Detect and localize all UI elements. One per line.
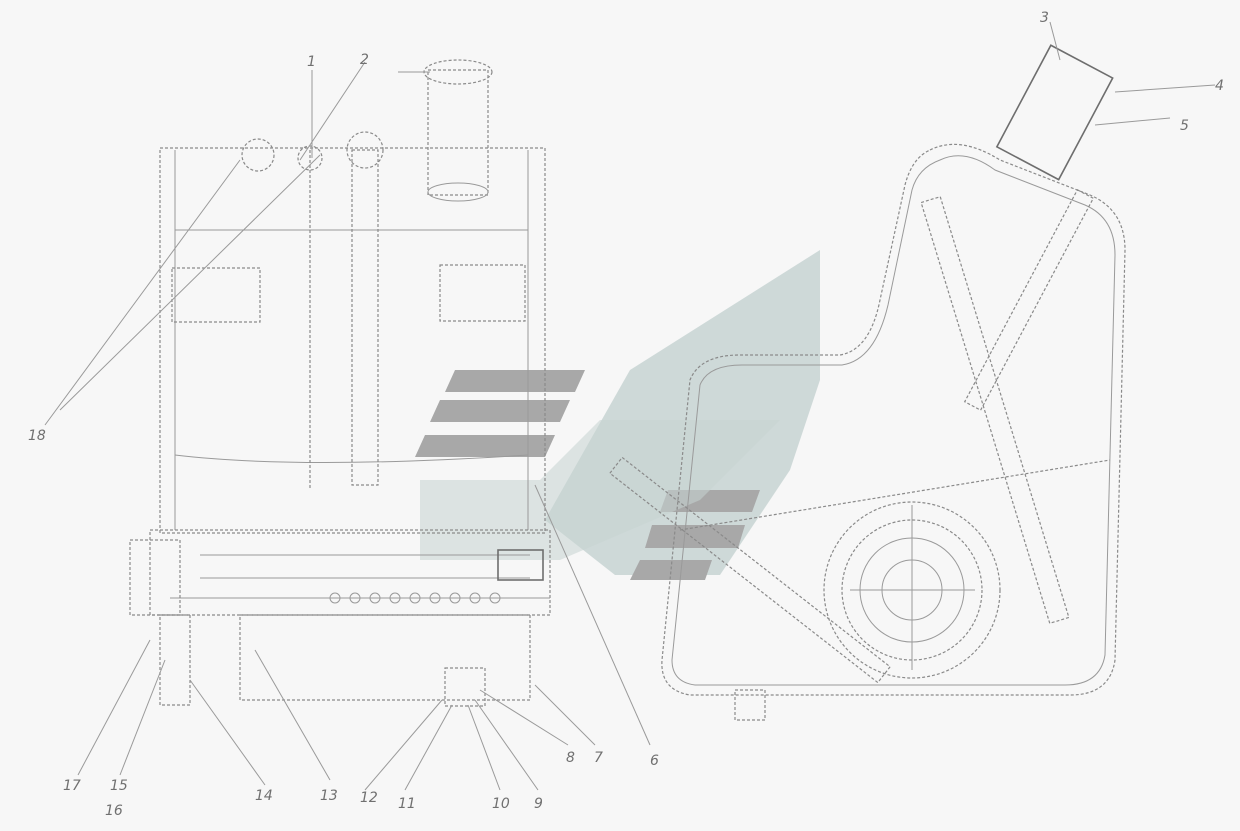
callout-3: 3 [1040, 10, 1049, 26]
watermark-stripe-2 [430, 400, 570, 422]
right-window [439, 264, 526, 322]
callout-9: 9 [534, 796, 543, 812]
filler-neck [427, 69, 489, 196]
left-assembly [129, 59, 551, 707]
tank-body [159, 147, 546, 534]
diagonal-strut-1 [609, 456, 891, 684]
watermark-stripe-3 [415, 435, 555, 457]
callout-18: 18 [28, 428, 46, 444]
watermark-stripe-5 [645, 525, 745, 548]
callout-17: 17 [63, 778, 81, 794]
right-assembly [609, 44, 1126, 721]
watermark-stripe-6 [630, 560, 712, 580]
callout-1: 1 [307, 54, 316, 70]
callout-8: 8 [566, 750, 575, 766]
callout-6: 6 [650, 753, 659, 769]
callout-16: 16 [105, 803, 123, 819]
fan-outer [823, 501, 1001, 679]
callout-11: 11 [398, 796, 416, 812]
watermark-chevron [420, 420, 780, 560]
diagonal-strut-2 [920, 195, 1070, 625]
sensor-rod [351, 149, 379, 486]
callout-13: 13 [320, 788, 338, 804]
callout-5: 5 [1180, 118, 1189, 134]
watermark-logo [415, 250, 820, 580]
callout-7: 7 [594, 750, 603, 766]
top-fitting [995, 44, 1114, 181]
callout-labels: 1 2 3 4 5 6 7 8 9 10 11 12 13 14 15 16 1… [28, 10, 1224, 819]
callout-14: 14 [255, 788, 273, 804]
drain-plug [734, 689, 766, 721]
callout-15: 15 [110, 778, 128, 794]
diagonal-strut-3 [963, 189, 1095, 411]
callout-4: 4 [1215, 78, 1224, 94]
left-window [171, 267, 261, 323]
callout-10: 10 [492, 796, 510, 812]
right-housing [661, 143, 1126, 696]
leader-lines [44, 21, 1216, 791]
callout-2: 2 [360, 52, 369, 68]
watermark-stripe-1 [445, 370, 585, 392]
callout-12: 12 [360, 790, 378, 806]
